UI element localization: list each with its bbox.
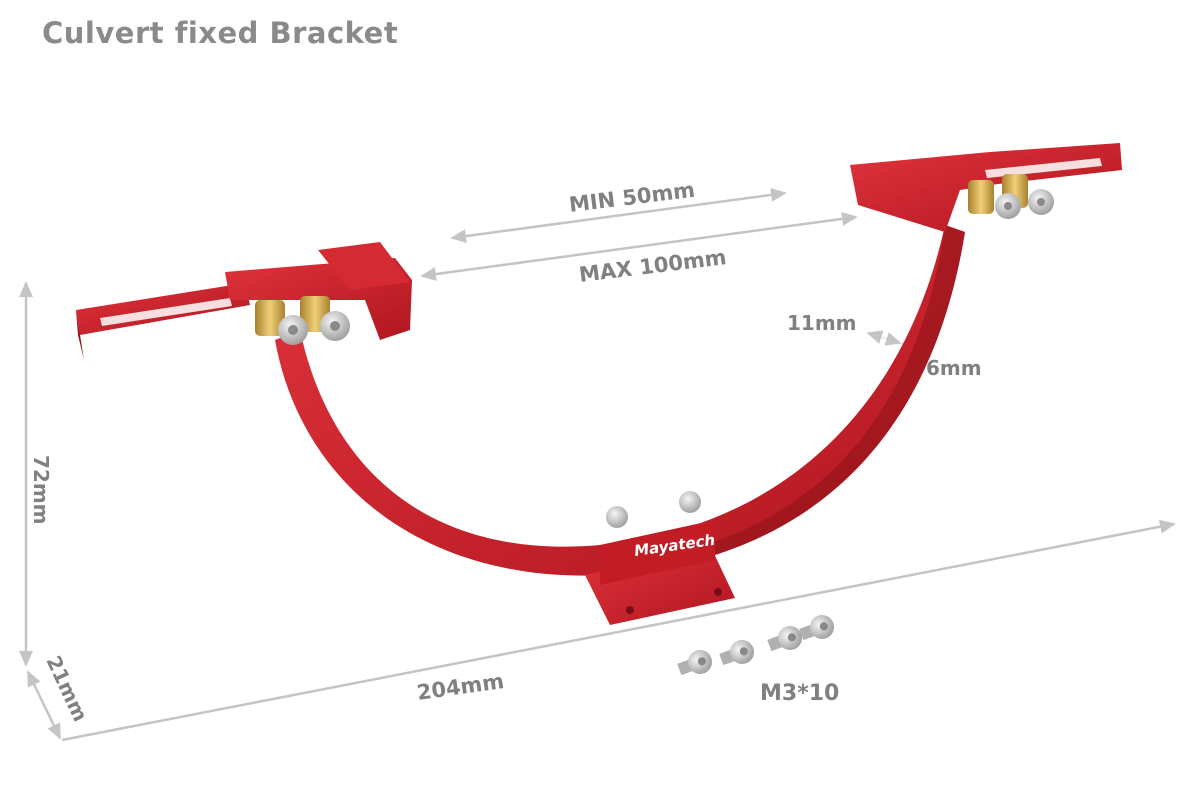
height-label: 72mm bbox=[29, 455, 53, 525]
m3-screws bbox=[677, 615, 834, 676]
length-label: 204mm bbox=[415, 669, 505, 705]
product-title: Culvert fixed Bracket bbox=[42, 16, 399, 50]
min-span-label: MIN 50mm bbox=[568, 178, 697, 217]
dimension-lines bbox=[19, 187, 1176, 742]
arc-thickness-label: 6mm bbox=[926, 356, 982, 380]
screw-spec-label: M3*10 bbox=[760, 681, 839, 706]
bracket-arc bbox=[275, 225, 965, 576]
arc-width-label: 11mm bbox=[787, 311, 857, 335]
left-mount-arm bbox=[76, 242, 412, 360]
right-mount-arm bbox=[850, 143, 1122, 232]
base-mount: Mayatech bbox=[585, 491, 735, 625]
